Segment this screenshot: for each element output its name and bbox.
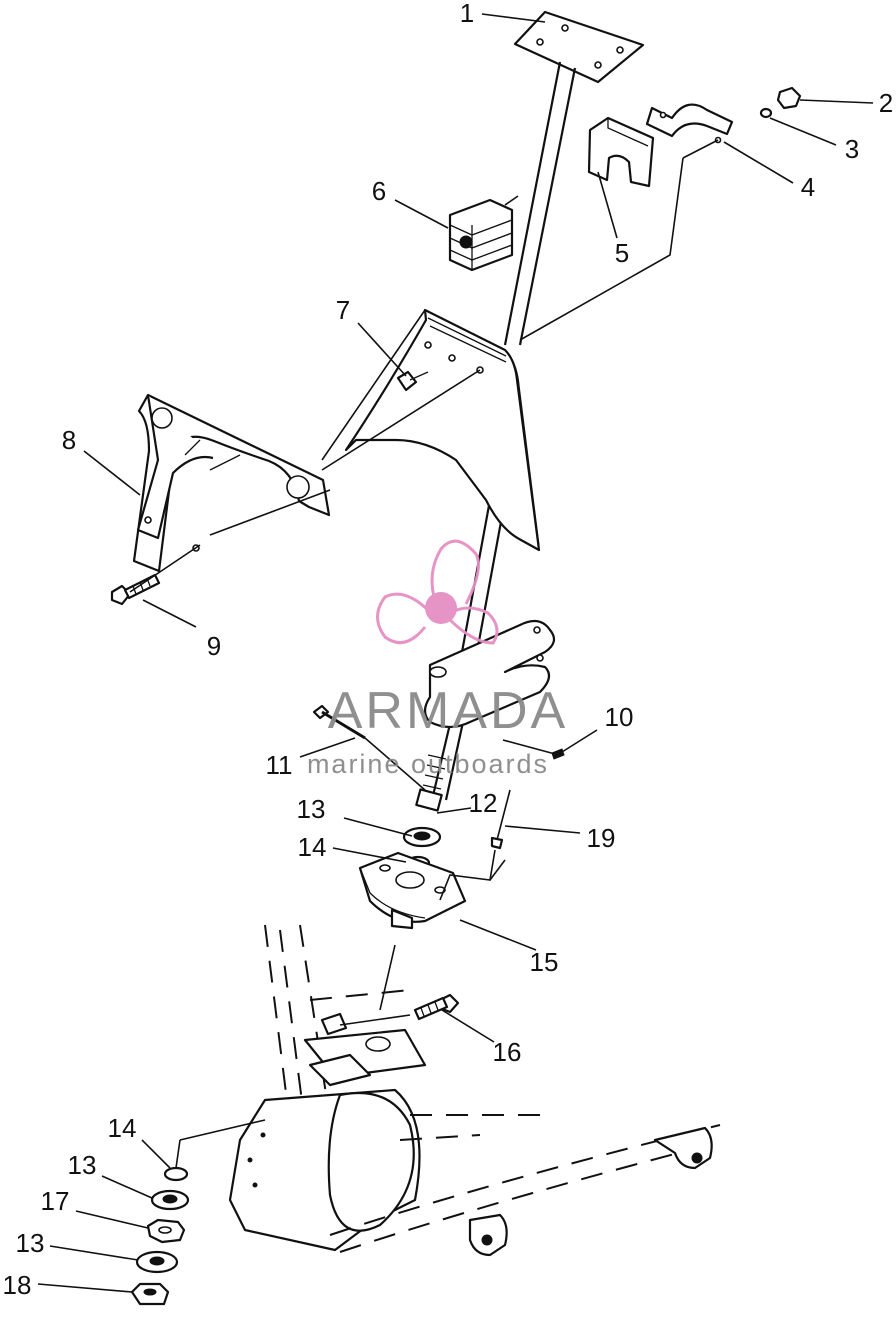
bushing-part-6 xyxy=(448,195,519,272)
washer-part-13-lower-b xyxy=(135,1250,179,1274)
washer-part-13-lower-a xyxy=(150,1189,190,1211)
callout-1: 1 xyxy=(460,0,474,28)
leader-lines xyxy=(37,13,874,1293)
clamp-part-4 xyxy=(645,103,734,144)
callout-7: 7 xyxy=(336,295,350,325)
castle-nut-part-18 xyxy=(130,1282,170,1306)
callout-14-upper: 14 xyxy=(298,832,327,862)
bearing-block-part-15 xyxy=(358,851,467,930)
callout-13-upper: 13 xyxy=(297,794,326,824)
watermark-brand: ARMADA xyxy=(328,682,568,740)
callout-11: 11 xyxy=(266,750,293,780)
bolt-part-9 xyxy=(110,573,161,606)
nut-part-2 xyxy=(776,86,802,110)
callout-13-lower-a: 13 xyxy=(68,1150,97,1180)
armada-watermark: ARMADA marine outboards xyxy=(307,539,568,779)
callout-2: 2 xyxy=(879,88,893,118)
pin-part-19 xyxy=(490,789,511,850)
callout-labels: 1 2 3 4 5 6 7 8 9 10 11 12 13 14 15 16 1… xyxy=(3,0,894,1300)
callout-17: 17 xyxy=(41,1186,70,1216)
steering-arm-plate xyxy=(423,619,556,729)
washer-part-13-upper xyxy=(402,826,442,848)
callout-12: 12 xyxy=(469,788,498,818)
propeller-logo-icon xyxy=(376,539,499,645)
callout-8: 8 xyxy=(62,425,76,455)
frame-housing xyxy=(228,924,721,1257)
callout-13-lower-b: 13 xyxy=(16,1228,45,1258)
mounting-plate-part xyxy=(513,10,645,84)
bracket-part-5 xyxy=(587,116,655,188)
callout-18: 18 xyxy=(3,1270,32,1300)
u-bracket-part-8 xyxy=(132,393,331,573)
callout-6: 6 xyxy=(372,176,386,206)
callout-19: 19 xyxy=(587,823,616,853)
oring-part-14-lower xyxy=(163,1166,189,1182)
gusset-plate xyxy=(344,308,541,552)
callout-14-lower: 14 xyxy=(108,1113,137,1143)
callout-5: 5 xyxy=(615,238,629,268)
callout-9: 9 xyxy=(207,631,221,661)
callout-16: 16 xyxy=(493,1037,522,1067)
washer-part-3 xyxy=(759,107,773,119)
screw-part-10 xyxy=(551,748,565,760)
nut-part-17 xyxy=(146,1218,186,1244)
bolt-part-16 xyxy=(413,993,460,1021)
callout-10: 10 xyxy=(605,702,634,732)
callout-15: 15 xyxy=(530,947,559,977)
long-screw-part-11 xyxy=(312,704,366,740)
callout-4: 4 xyxy=(801,172,815,202)
callout-3: 3 xyxy=(845,134,859,164)
watermark-tagline: marine outboards xyxy=(307,749,549,779)
